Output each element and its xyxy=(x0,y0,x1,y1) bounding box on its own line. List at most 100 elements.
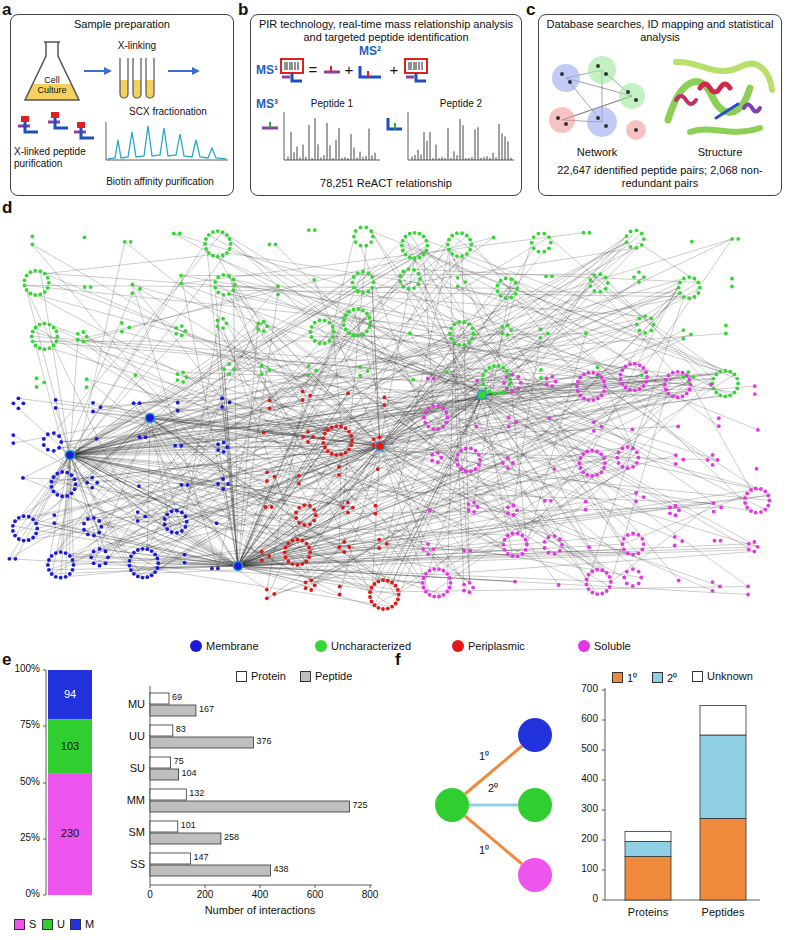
network-dot xyxy=(260,559,264,563)
network-link xyxy=(132,285,494,394)
spectrum-peak xyxy=(436,145,437,160)
network-dot xyxy=(668,506,672,510)
spectrum-peak xyxy=(466,158,467,160)
network-link xyxy=(687,376,751,490)
network-link xyxy=(275,477,303,541)
network-dot xyxy=(378,435,382,439)
network-dot xyxy=(622,548,626,552)
network-dot xyxy=(424,590,428,594)
network-dot xyxy=(401,285,405,289)
axis-tick: 800 xyxy=(362,889,379,901)
bar-value: 69 xyxy=(172,692,182,702)
spectrum-peak xyxy=(442,157,443,160)
network-dot xyxy=(407,267,411,271)
network-dot xyxy=(753,384,757,388)
network-dot xyxy=(628,388,632,392)
network-dot xyxy=(582,231,586,235)
network-dot xyxy=(632,275,636,279)
peptide-bar xyxy=(150,865,270,876)
network-dot xyxy=(642,542,646,546)
network-link xyxy=(100,549,238,566)
network-dot xyxy=(588,231,592,235)
network-dot xyxy=(615,456,619,460)
network-dot xyxy=(604,275,608,279)
network-dot xyxy=(766,494,770,498)
network-link xyxy=(482,395,748,587)
network-dot xyxy=(412,286,416,290)
network-link xyxy=(218,326,311,506)
network-dot xyxy=(185,520,189,524)
network-dot xyxy=(302,523,306,527)
network-dot xyxy=(442,569,446,573)
network-dot xyxy=(422,576,426,580)
network-dot xyxy=(220,396,224,400)
network-dot xyxy=(350,439,354,443)
network-dot xyxy=(47,281,51,285)
network-dot xyxy=(712,510,716,514)
network-dot xyxy=(500,331,504,335)
network-dot xyxy=(735,387,739,391)
network-dot xyxy=(136,519,140,523)
ms-stage: MS² xyxy=(359,45,381,59)
network-link xyxy=(36,523,238,566)
network-link xyxy=(592,282,680,450)
network-dot xyxy=(60,470,64,474)
network-dot xyxy=(57,434,61,438)
network-dot xyxy=(48,346,52,350)
network-dot xyxy=(507,416,511,420)
figure-caption: Network xyxy=(577,146,617,159)
network-dot xyxy=(689,383,693,387)
network-dot xyxy=(539,368,543,372)
network-dot xyxy=(450,234,454,238)
network-dot xyxy=(714,391,718,395)
network-dot xyxy=(178,232,182,236)
network-dot xyxy=(717,424,721,428)
network-dot xyxy=(331,325,335,329)
network-dot xyxy=(585,583,589,587)
network-dot xyxy=(76,332,80,336)
network-dot xyxy=(754,511,758,515)
network-dot xyxy=(401,270,405,274)
network-dot xyxy=(511,554,515,558)
network-dot xyxy=(642,366,646,370)
network-dot xyxy=(621,447,625,451)
network-dot xyxy=(754,486,758,490)
network-dot xyxy=(311,435,315,439)
network-dot xyxy=(232,367,236,371)
network-link xyxy=(182,398,222,512)
network-dot xyxy=(449,326,453,330)
network-dot xyxy=(183,553,187,557)
network-dot xyxy=(550,274,554,278)
network-dot xyxy=(141,547,145,551)
network-dot xyxy=(723,369,727,373)
network-dot xyxy=(462,549,466,553)
network-dot xyxy=(505,387,509,391)
network-dot xyxy=(144,435,148,439)
network-dot xyxy=(537,250,541,254)
spectrum-peak xyxy=(357,157,358,160)
network-dot xyxy=(756,545,760,549)
network-dot xyxy=(228,401,232,405)
axis-tick: 200 xyxy=(197,889,214,901)
network-dot xyxy=(310,325,314,329)
network-dot xyxy=(22,514,26,518)
network-dot xyxy=(445,572,449,576)
network-dot xyxy=(294,511,298,515)
network-dot xyxy=(183,329,187,333)
network-dot xyxy=(291,539,295,543)
network-dot xyxy=(477,453,481,457)
network-dot xyxy=(537,232,541,236)
network-dot xyxy=(673,544,677,548)
network-dot xyxy=(165,512,169,516)
network-dot xyxy=(346,511,350,515)
network-dot xyxy=(445,590,449,594)
network-dot xyxy=(664,378,668,382)
spectrum-peak xyxy=(445,158,446,160)
network-dot xyxy=(264,505,268,509)
network-dot xyxy=(54,575,58,579)
network-dot xyxy=(335,424,339,428)
network-dot xyxy=(604,287,608,291)
panel-letter: e xyxy=(2,650,11,670)
spectrum-peak xyxy=(366,156,367,160)
network-link xyxy=(73,236,467,561)
